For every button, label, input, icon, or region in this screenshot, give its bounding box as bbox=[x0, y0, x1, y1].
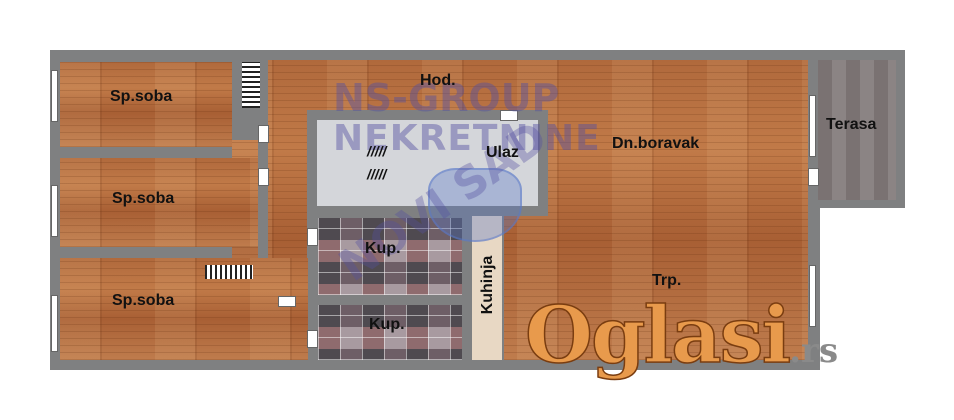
logo-suffix: .rs bbox=[789, 331, 839, 371]
room-label-kitchen: Kuhinja bbox=[479, 255, 496, 315]
window-icon bbox=[809, 265, 816, 327]
watermark-line2: NEKRETNINE bbox=[333, 118, 601, 159]
room-label-bath-1: Kup. bbox=[365, 240, 401, 257]
bedroom-3 bbox=[60, 258, 308, 360]
logo-main: Oglasi bbox=[524, 289, 792, 382]
door-icon bbox=[307, 330, 318, 348]
radiator-icon bbox=[242, 62, 260, 108]
room-label-terrace: Terasa bbox=[826, 116, 877, 133]
hatch-mark: ///// bbox=[367, 166, 387, 182]
oglasi-logo: Oglasi.rs bbox=[524, 289, 839, 382]
window-icon bbox=[51, 185, 58, 237]
door-icon bbox=[808, 168, 819, 186]
window-icon bbox=[51, 70, 58, 122]
window-icon bbox=[51, 295, 58, 352]
room-label-bedroom-3: Sp.soba bbox=[112, 292, 175, 309]
hatch-mark: ///// bbox=[367, 143, 387, 159]
room-label-hallway: Hod. bbox=[420, 72, 456, 89]
watermark-line1: NS-GROUP bbox=[333, 76, 560, 120]
door-icon bbox=[258, 125, 269, 143]
bedroom-1 bbox=[60, 62, 232, 147]
window-icon bbox=[809, 95, 816, 157]
bathroom-2 bbox=[318, 305, 462, 360]
room-label-bath-2: Kup. bbox=[369, 316, 405, 333]
radiator-icon bbox=[205, 265, 253, 279]
hall-wall bbox=[258, 140, 268, 305]
room-label-living: Dn.boravak bbox=[612, 135, 700, 152]
shield-emblem-icon bbox=[428, 168, 522, 242]
room-label-entrance: Ulaz bbox=[486, 144, 519, 161]
room-label-dining: Trp. bbox=[652, 272, 682, 289]
bathroom-1 bbox=[318, 218, 462, 295]
room-label-bedroom-1: Sp.soba bbox=[110, 88, 173, 105]
door-icon bbox=[307, 228, 318, 246]
door-icon bbox=[258, 168, 269, 186]
door-icon bbox=[500, 110, 518, 121]
terrace bbox=[818, 60, 896, 200]
door-icon bbox=[278, 296, 296, 307]
bedroom-2 bbox=[60, 158, 258, 247]
room-label-bedroom-2: Sp.soba bbox=[112, 190, 175, 207]
